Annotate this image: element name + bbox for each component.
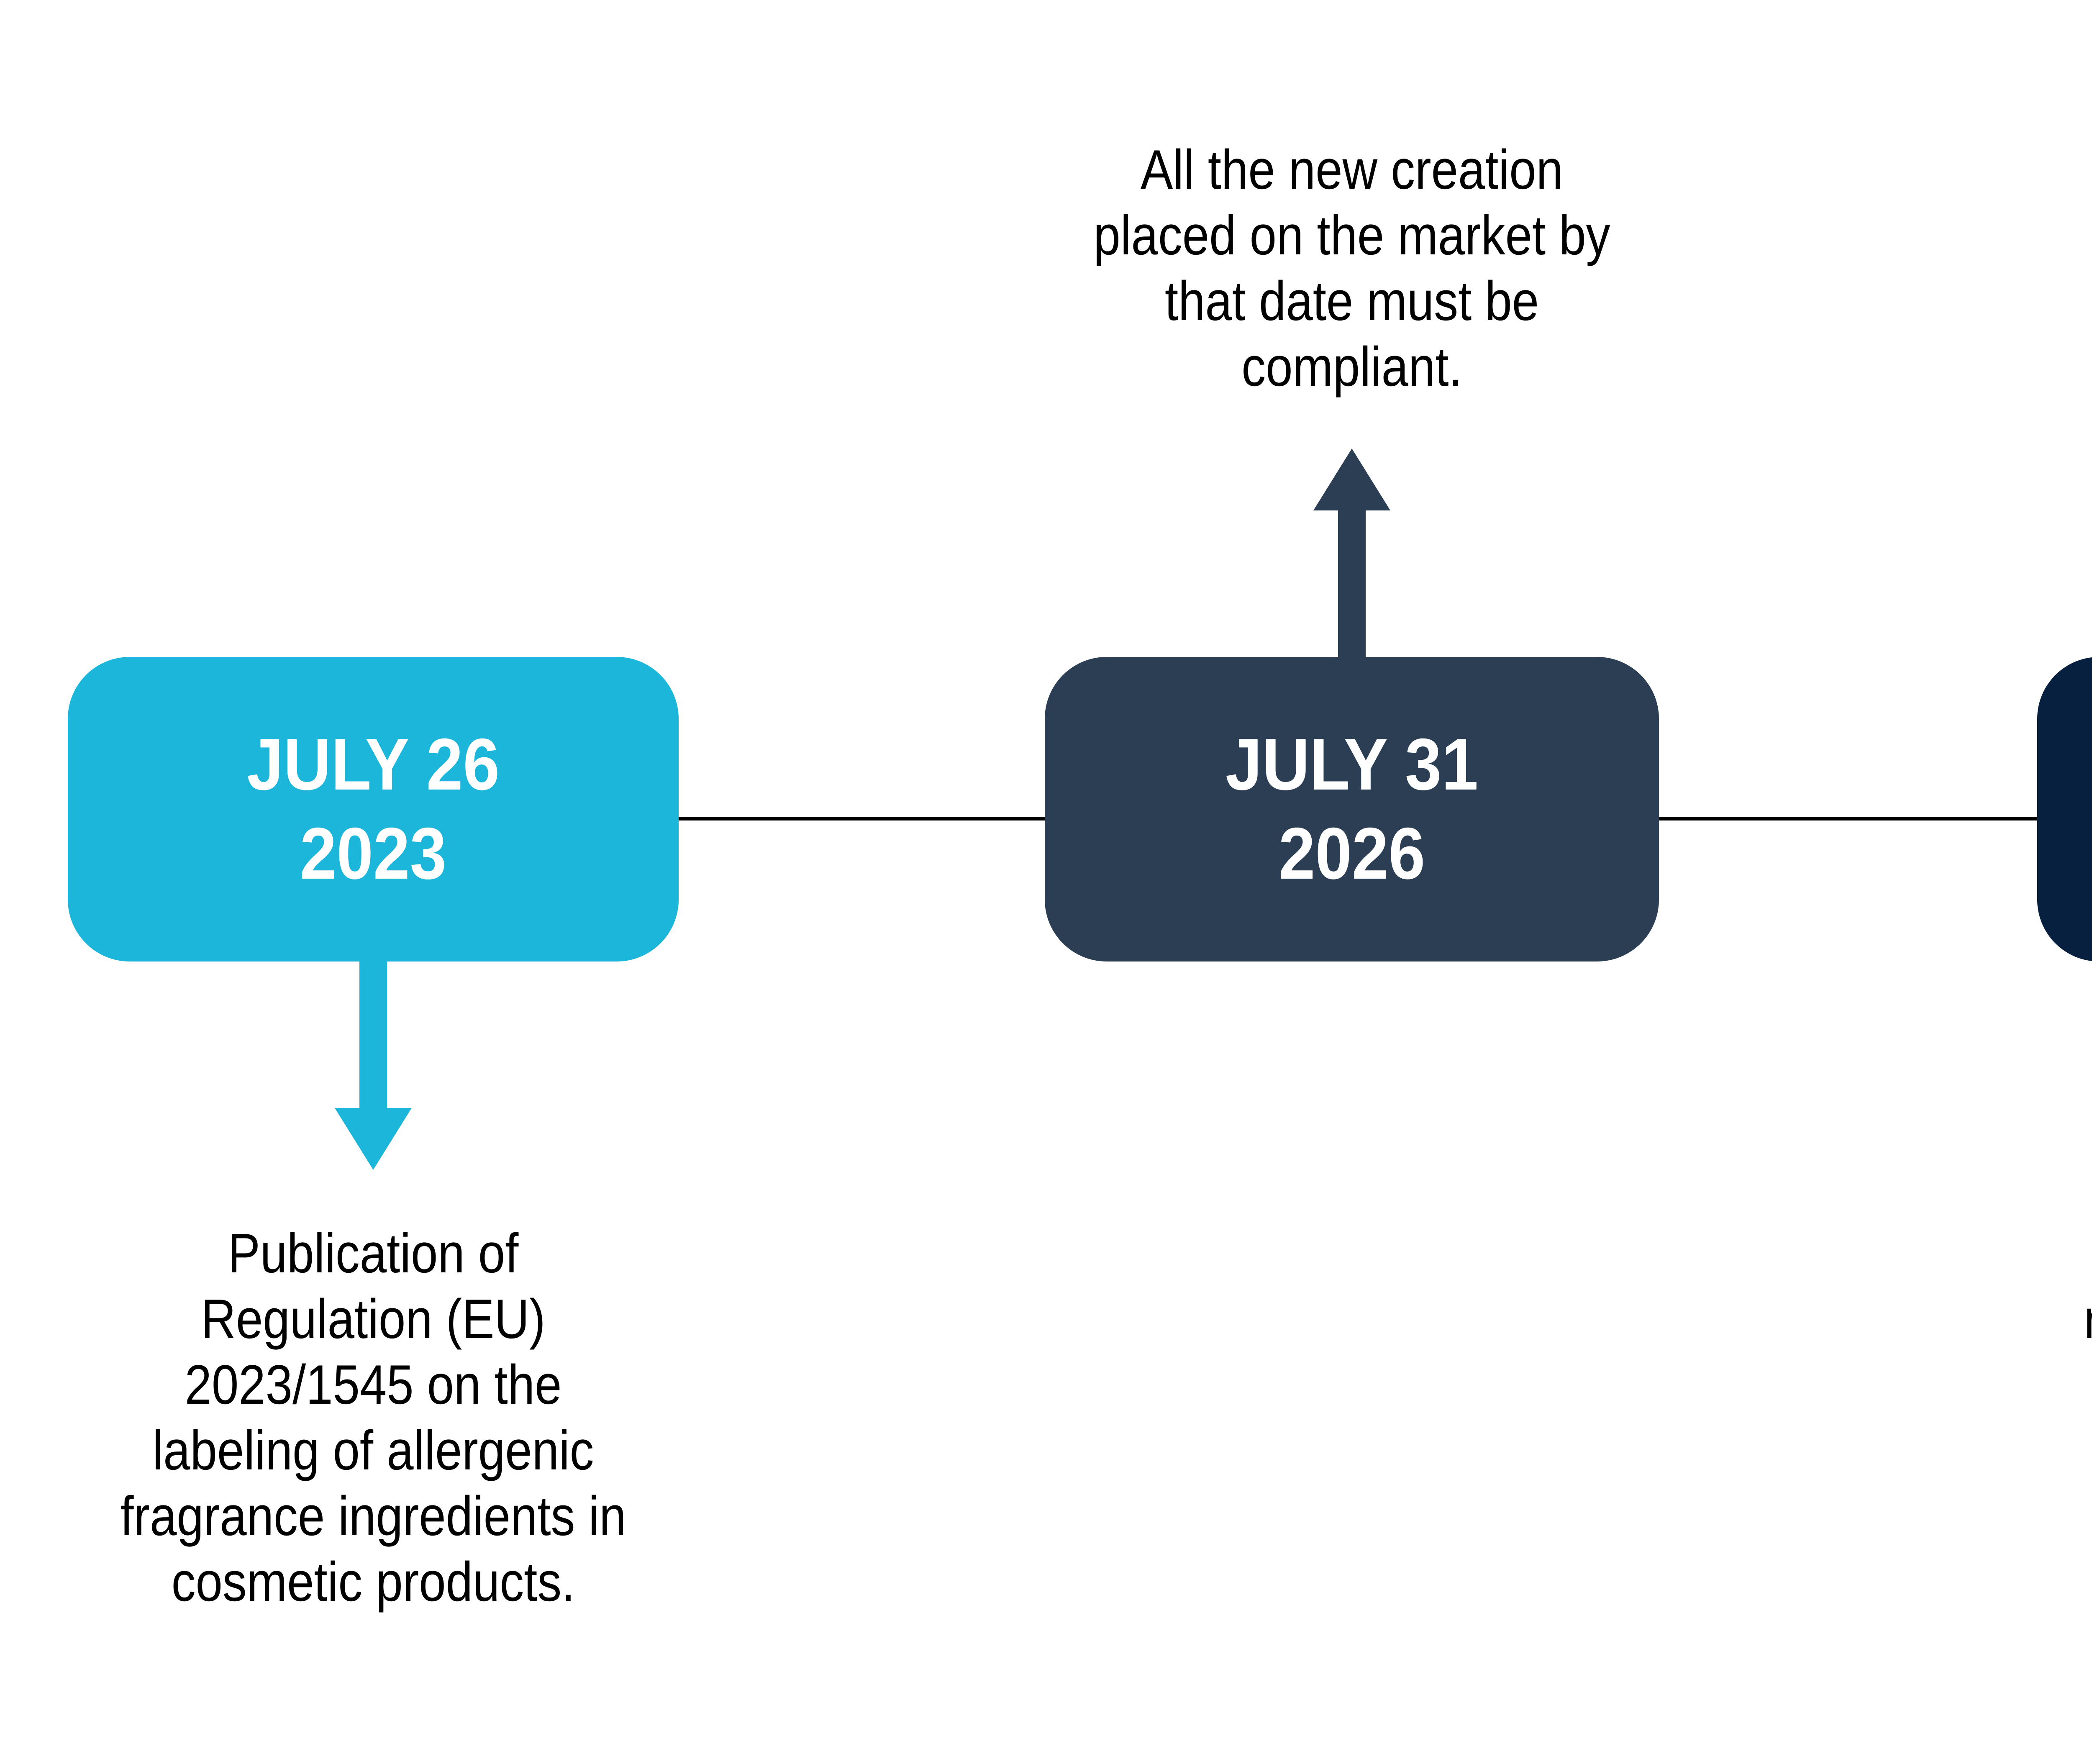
down-arrow-icon	[335, 961, 412, 1170]
date-box-july-31-2028: JULY 31 2028	[2037, 657, 2092, 961]
date-line: 2028	[2068, 809, 2092, 899]
timeline-connector-line	[1659, 817, 2037, 820]
annotation-line: Publication of	[228, 1223, 519, 1285]
up-arrow-icon	[1313, 449, 1390, 657]
annotation-line: cosmetic products.	[171, 1551, 575, 1613]
annotation-compliance: All the new creation placed on the marke…	[933, 137, 1770, 400]
annotation-line: products.	[2016, 1352, 2092, 1418]
date-line: JULY 31	[1225, 723, 1479, 805]
arrow-stem	[359, 961, 387, 1108]
arrow-stem	[1338, 510, 1366, 657]
arrow-head	[1313, 449, 1390, 510]
annotation-withdrawal: Withdrawal from the market of non-compli…	[1967, 1221, 2092, 1418]
date-line: 2026	[1278, 813, 1425, 895]
annotation-line: placed on the market by	[1093, 205, 1610, 267]
annotation-line: Withdrawal from the	[2016, 1221, 2092, 1287]
annotation-line: Regulation (EU)	[201, 1288, 546, 1350]
annotation-line: compliant.	[1241, 336, 1462, 398]
date-line: 2023	[300, 813, 447, 895]
annotation-line: fragrance ingredients in	[120, 1485, 626, 1547]
annotation-publication: Publication of Regulation (EU) 2023/1545…	[0, 1221, 746, 1615]
annotation-line: market of non-compliant	[2016, 1287, 2092, 1352]
date-box-july-26-2023: JULY 26 2023	[68, 657, 679, 961]
annotation-line: 2023/1545 on the	[185, 1354, 562, 1416]
annotation-line: labeling of allergenic	[152, 1420, 594, 1482]
annotation-line: All the new creation	[1141, 139, 1563, 201]
date-box-july-31-2026: JULY 31 2026	[1045, 657, 1659, 961]
annotation-line: that date must be	[1164, 270, 1539, 332]
date-line: JULY 26	[246, 723, 500, 805]
date-line: JULY 31	[2068, 720, 2092, 810]
timeline-connector-line	[679, 817, 1045, 820]
arrow-head	[335, 1108, 412, 1170]
